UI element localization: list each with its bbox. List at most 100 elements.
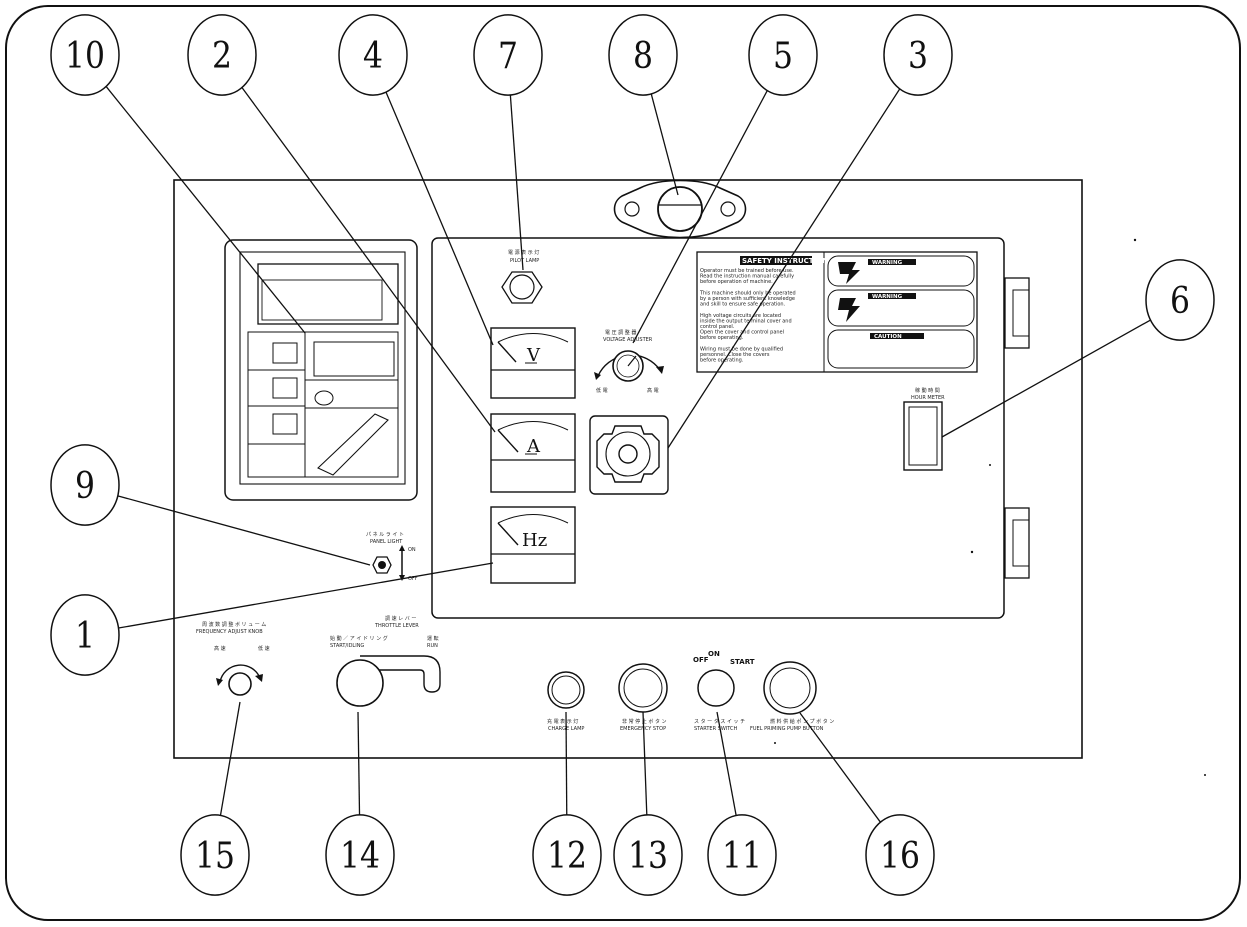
callout-number-6: 6 [1170,281,1190,322]
frequency-meter: Hz [490,506,576,584]
callout-leader-5 [632,90,768,344]
warning-plate-line: Operator must be trained before use. [700,268,794,274]
hour-meter: 稼 動 時 間 HOUR METER [903,387,945,471]
warning-plate-text: Operator must be trained before use.Read… [699,268,796,364]
controller-subdisplay [313,341,395,377]
callout-circle-12 [532,814,602,896]
outer-frame [5,5,1241,921]
svg-text:START: START [730,658,755,666]
callout-leader-10 [105,86,306,334]
callout-number-11: 11 [722,836,762,877]
svg-text:低 速: 低 速 [258,645,270,652]
callout-number-13: 13 [628,836,668,877]
callout-leader-4 [385,91,494,346]
hazard-icon-person [838,298,860,322]
svg-text:HOUR METER: HOUR METER [911,395,945,401]
warning-plate-line: inside the output terminal cover and [700,318,792,324]
panel-light-switch[interactable]: パ ネ ル ラ イ ト PANEL LIGHT ON OFF [366,532,418,582]
warning-plate-line: Read the instruction manual carefully [700,274,794,280]
callout-number-3: 3 [908,36,928,77]
callout-number-4: 4 [363,36,383,77]
panel-latch-lower [1004,507,1030,579]
warning-plate-title: SAFETY INSTRUCTIONS [742,257,833,265]
controller-module [224,239,418,501]
svg-text:燃 料 供 給 ポ ン プ ボ タ ン: 燃 料 供 給 ポ ン プ ボ タ ン [770,718,834,725]
ammeter-label: A [526,436,541,457]
warning-plate-line: Wiring must be done by qualified [700,346,783,352]
callout-leader-11 [716,711,737,816]
callout-leader-2 [241,87,496,433]
warning-plate-line: before operating. [700,358,744,364]
callout-leader-6 [941,319,1151,438]
callout-circle-4 [338,14,408,96]
starter-switch[interactable]: OFF ON START ス タ ー タ ス イ ッ チ STARTER SWI… [693,650,755,732]
controller-display [257,263,399,325]
callout-circle-13 [613,814,683,896]
callout-circle-16 [865,814,935,896]
voltmeter: V [490,327,576,399]
throttle-lever[interactable]: 調 速 レ バ ー THROTTLE LEVER 始 動 ／ ア イ ド リ ン… [330,615,441,707]
svg-text:OFF: OFF [408,576,418,582]
frequency-adjust-knob[interactable]: 周 波 数 調 整 ボ リ ュ ー ム FREQUENCY ADJUST KNO… [196,621,270,696]
callout-circle-14 [325,814,395,896]
controller-key-3[interactable] [272,413,298,435]
svg-text:高 電: 高 電 [647,387,659,394]
top-port-flange [613,179,747,239]
callout-circle-6 [1145,259,1215,341]
warning-plate-line: control panel. [700,324,735,330]
svg-text:FREQUENCY ADJUST KNOB: FREQUENCY ADJUST KNOB [196,629,263,635]
svg-text:ON: ON [408,547,416,553]
svg-text:低 電: 低 電 [596,387,608,394]
callout-leader-16 [799,712,881,823]
callout-circle-10 [50,14,120,96]
warning-plate-line: This machine should only be operated [699,290,796,296]
controller-key-2[interactable] [272,377,298,399]
svg-text:稼 動 時 間: 稼 動 時 間 [915,387,940,394]
svg-text:PILOT LAMP: PILOT LAMP [510,258,539,264]
warning-badge-label: WARNING [872,260,903,266]
svg-text:OFF: OFF [693,656,709,664]
svg-text:周 波 数 調 整 ボ リ ュ ー ム: 周 波 数 調 整 ボ リ ュ ー ム [202,621,266,628]
warning-plate-line: High voltage circuits are located [700,313,781,319]
svg-text:VOLTAGE ADJUSTER: VOLTAGE ADJUSTER [603,337,653,343]
voltmeter-label: V [526,345,541,366]
callout-leader-8 [650,93,679,196]
callout-leader-12 [565,711,568,815]
svg-text:充 電 表 示 灯: 充 電 表 示 灯 [547,718,578,725]
warning-plate: SAFETY INSTRUCTIONS Operator must be tra… [696,251,978,373]
callout-leader-1 [118,562,494,629]
callout-circle-2 [187,14,257,96]
callout-circle-1 [50,594,120,676]
warning-badge-label: WARNING [872,294,903,300]
callout-number-8: 8 [633,36,653,77]
callout-leader-3 [667,88,901,449]
callout-number-1: 1 [75,616,95,657]
callout-leader-9 [117,495,371,566]
callout-number-9: 9 [75,466,95,507]
callout-number-2: 2 [212,36,232,77]
svg-text:電 源 表 示 灯: 電 源 表 示 灯 [508,249,539,256]
breaker-receptacle[interactable] [589,415,669,495]
svg-text:調 速 レ バ ー: 調 速 レ バ ー [385,615,416,622]
hazard-icon-shock [838,262,860,284]
svg-text:電 圧 調 整 器: 電 圧 調 整 器 [605,329,636,336]
svg-text:パ ネ ル ラ イ ト: パ ネ ル ラ イ ト [366,532,404,538]
callout-circle-9 [50,444,120,526]
controller-key-1[interactable] [272,342,298,364]
callout-leader-13 [642,711,648,815]
frequency-meter-label: Hz [522,530,547,551]
callout-number-15: 15 [195,836,235,877]
svg-text:非 常 停 止 ボ タ ン: 非 常 停 止 ボ タ ン [622,718,667,725]
callout-leader-15 [219,701,241,816]
voltage-adjust-knob[interactable]: 電 圧 調 整 器 VOLTAGE ADJUSTER 低 電 高 電 [594,329,664,394]
callout-circle-5 [748,14,818,96]
svg-text:START/IDLING: START/IDLING [330,643,364,649]
svg-text:PANEL LIGHT: PANEL LIGHT [370,539,403,545]
callout-leader-14 [357,711,361,815]
svg-text:高 速: 高 速 [214,645,226,652]
fuel-priming-pump-button[interactable]: 燃 料 供 給 ポ ン プ ボ タ ン FUEL PRIMING PUMP BU… [750,661,834,732]
svg-text:始 動 ／ ア イ ド リ ン グ: 始 動 ／ ア イ ド リ ン グ [330,635,388,642]
